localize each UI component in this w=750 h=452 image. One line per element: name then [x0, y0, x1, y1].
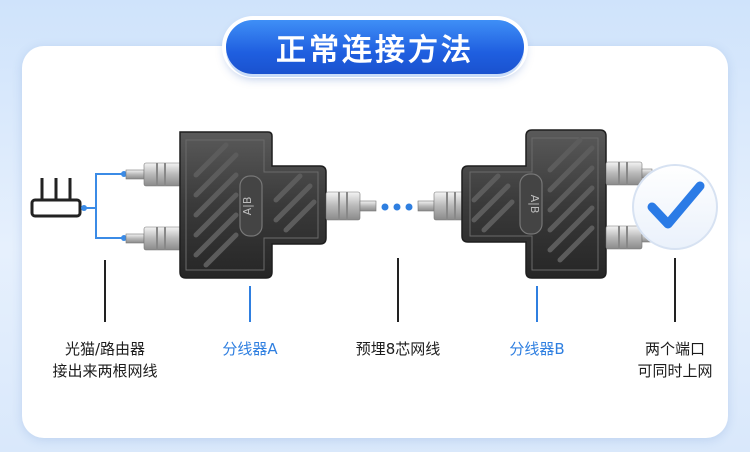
- router-bracket: [82, 173, 124, 239]
- title-banner: 正常连接方法: [226, 20, 524, 74]
- splitter-a-plug-top: [125, 162, 185, 187]
- cable-dots: [381, 203, 413, 211]
- splitter-b-label: 分线器B: [509, 340, 565, 358]
- bracket-dot-bottom: [121, 235, 127, 241]
- bracket-dot-top: [121, 171, 127, 177]
- router-label-line1: 光猫/路由器: [64, 340, 146, 358]
- router-icon: [30, 178, 82, 218]
- result-label-line2: 可同时上网: [637, 362, 713, 380]
- splitter-a-label: 分线器A: [222, 340, 278, 358]
- splitter-a-plug-bottom: [125, 226, 185, 251]
- bracket-dot-router: [81, 205, 87, 211]
- splitter-a-mark: A|B: [241, 197, 254, 216]
- splitter-b-mark: A|B: [528, 195, 541, 214]
- page-title: 正常连接方法: [276, 33, 474, 68]
- router-label-line2: 接出来两根网线: [52, 362, 158, 380]
- checkmark-icon: [632, 164, 718, 250]
- splitter-a-output-plug: [325, 191, 377, 221]
- result-label: 两个端口 可同时上网: [615, 338, 735, 382]
- splitter-b-input-plug: [417, 191, 465, 221]
- splitter-b-plug-top: [605, 161, 653, 186]
- splitter-b: A|B: [461, 129, 607, 279]
- splitter-a: A|B: [179, 131, 327, 279]
- router-label: 光猫/路由器 接出来两根网线: [30, 338, 180, 382]
- result-label-line1: 两个端口: [644, 340, 705, 358]
- cable-label: 预埋8芯网线: [355, 340, 441, 358]
